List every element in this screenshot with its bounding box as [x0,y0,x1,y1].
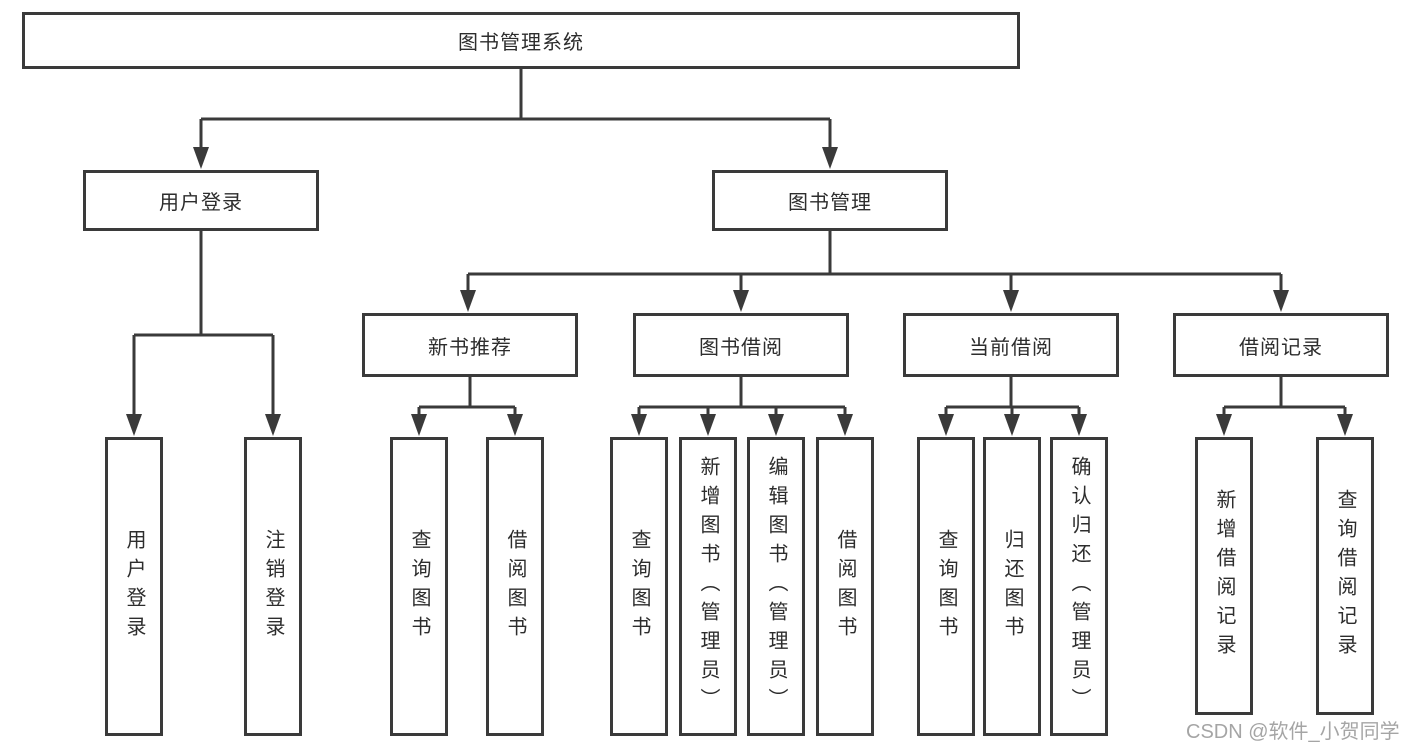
leaf-user-login-label: 用户登录 [123,528,145,645]
node-root-label: 图书管理系统 [458,32,584,54]
node-book-borrow: 图书借阅 [633,313,849,377]
leaf-current-confirm-admin-label: 确认归还（管理员） [1068,456,1090,717]
leaf-borrow-borrow: 借阅图书 [816,437,874,736]
leaf-current-return: 归还图书 [983,437,1041,736]
node-new-book-recommend-label: 新书推荐 [428,336,512,359]
leaf-logout-label: 注销登录 [262,528,284,645]
leaf-current-return-label: 归还图书 [1001,528,1023,645]
leaf-borrow-query: 查询图书 [610,437,668,736]
leaf-newbook-borrow-label: 借阅图书 [504,528,526,645]
node-book-management-label: 图书管理 [788,192,872,214]
leaf-borrow-edit-admin: 编辑图书（管理员） [747,437,805,736]
leaf-record-query-label: 查询借阅记录 [1334,489,1356,663]
leaf-record-add: 新增借阅记录 [1195,437,1253,715]
leaf-current-query-label: 查询图书 [935,528,957,645]
leaf-borrow-edit-admin-label: 编辑图书（管理员） [765,456,787,717]
leaf-newbook-query: 查询图书 [390,437,448,736]
leaf-current-confirm-admin: 确认归还（管理员） [1050,437,1108,736]
node-current-borrow-label: 当前借阅 [969,336,1053,359]
leaf-record-add-label: 新增借阅记录 [1213,489,1235,663]
leaf-borrow-borrow-label: 借阅图书 [834,528,856,645]
node-borrow-record: 借阅记录 [1173,313,1389,377]
node-user-login: 用户登录 [83,170,319,231]
leaf-current-query: 查询图书 [917,437,975,736]
node-borrow-record-label: 借阅记录 [1239,336,1323,359]
leaf-borrow-add-admin: 新增图书（管理员） [679,437,737,736]
leaf-borrow-query-label: 查询图书 [628,528,650,645]
node-new-book-recommend: 新书推荐 [362,313,578,377]
node-user-login-label: 用户登录 [159,192,243,214]
node-current-borrow: 当前借阅 [903,313,1119,377]
node-root-system: 图书管理系统 [22,12,1020,69]
leaf-logout: 注销登录 [244,437,302,736]
node-book-management: 图书管理 [712,170,948,231]
arrowheads [126,147,1353,436]
leaf-newbook-borrow: 借阅图书 [486,437,544,736]
leaf-borrow-add-admin-label: 新增图书（管理员） [697,456,719,717]
node-book-borrow-label: 图书借阅 [699,336,783,359]
leaf-user-login: 用户登录 [105,437,163,736]
connector-lines [132,69,1347,417]
leaf-record-query: 查询借阅记录 [1316,437,1374,715]
watermark-text: CSDN @软件_小贺同学 [1186,721,1400,743]
leaf-newbook-query-label: 查询图书 [408,528,430,645]
